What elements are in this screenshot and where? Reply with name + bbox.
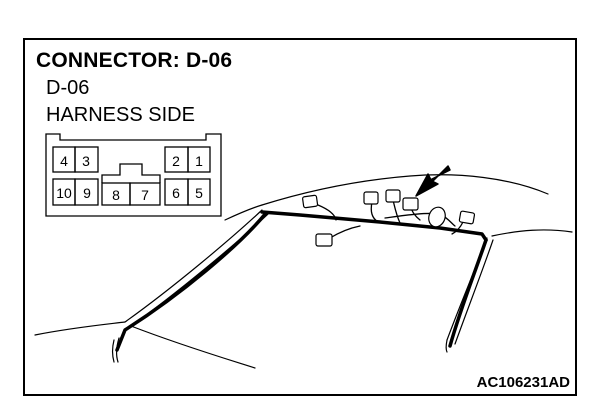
- figure-code: AC106231AD: [476, 374, 570, 391]
- connector-f: [315, 233, 333, 247]
- pin-2: 2: [172, 153, 180, 169]
- harness-connectors: [302, 189, 476, 247]
- pin-4: 4: [60, 153, 68, 169]
- pin-8: 8: [112, 187, 120, 203]
- pin-5: 5: [195, 185, 203, 201]
- connector-round: [428, 206, 446, 228]
- pin-6: 6: [172, 185, 180, 201]
- pin-9: 9: [83, 185, 91, 201]
- arrow-icon: [415, 165, 451, 197]
- pin-10: 10: [56, 185, 72, 201]
- connector-e: [458, 210, 476, 225]
- connector-c: [385, 189, 401, 203]
- connector-a: [302, 194, 319, 209]
- diagram-title: CONNECTOR: D-06: [36, 49, 233, 72]
- connector-label: D-06: [46, 77, 90, 99]
- pin-3: 3: [82, 153, 90, 169]
- pin-7: 7: [141, 187, 149, 203]
- harness-side-label: HARNESS SIDE: [46, 104, 195, 126]
- connector-face: [45, 133, 222, 217]
- diagram-frame: [23, 38, 577, 396]
- connector-b: [363, 191, 379, 205]
- pin-numbers: 4 3 2 1 10 9 8 7 6 5: [56, 153, 203, 203]
- pin-1: 1: [195, 153, 203, 169]
- connector-d06: [402, 197, 419, 211]
